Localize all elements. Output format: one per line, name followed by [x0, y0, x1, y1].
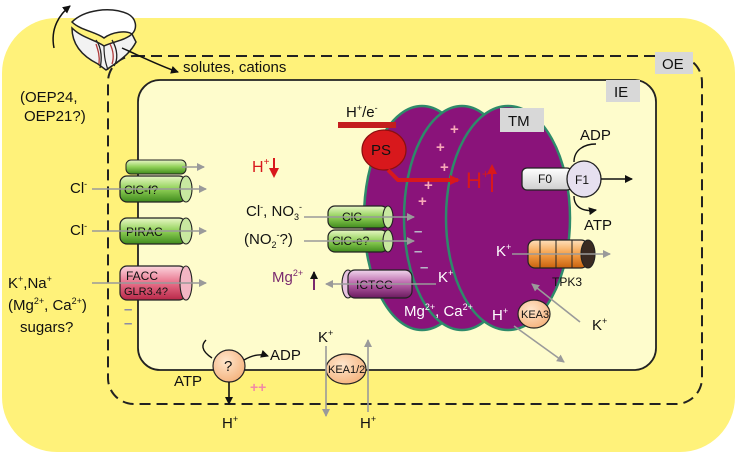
svg-text:+: + [436, 139, 445, 156]
svg-text:–: – [414, 243, 422, 260]
svg-text:–: – [414, 223, 422, 240]
lumen-k-label: K+ [438, 268, 453, 286]
kea3-label: KEA3 [521, 309, 549, 321]
porin-arrow-curve [52, 5, 71, 49]
svg-text:–: – [124, 315, 132, 332]
svg-text:+: + [450, 121, 459, 138]
svg-text:+: + [440, 159, 449, 176]
ps-input-bar [338, 122, 396, 128]
lumen-ions-label: Mg2+, Ca2+ [404, 302, 473, 320]
thylakoid-stack [362, 104, 572, 332]
svg-text:GLR3.4?: GLR3.4? [124, 286, 168, 298]
ps-label: PS [371, 142, 391, 159]
env-adp-label: ADP [270, 347, 301, 364]
svg-text:+: + [418, 193, 427, 210]
f0-label: F0 [538, 172, 552, 186]
svg-text:+: + [424, 177, 433, 194]
solutes-label: solutes, cations [183, 59, 286, 76]
kea12-k-label: K+ [318, 328, 333, 346]
ie-negative-charges: – – [124, 301, 132, 332]
adp-label: ADP [580, 127, 611, 144]
outer-envelope-membrane [107, 55, 703, 405]
tpk3-label: TPK3 [552, 275, 582, 289]
oe-label-box [655, 52, 693, 74]
f1-label: F1 [575, 173, 589, 187]
ie-label: IE [614, 84, 628, 101]
anion-label-2: (NO2-?) [244, 230, 293, 250]
sugars-label: sugars? [20, 319, 73, 336]
ie-label-box [606, 80, 640, 102]
env-plusplus: ++ [250, 379, 266, 395]
lumen-positive-charges: + + + + + [418, 121, 459, 210]
envelope-atpase-label: ? [224, 358, 232, 375]
svg-text:–: – [420, 259, 428, 276]
cations-label-1: K+,Na+ [8, 274, 52, 292]
photosystem-icon [361, 129, 407, 171]
env-atp-label: ATP [174, 373, 202, 390]
tm-label: TM [508, 113, 530, 130]
env-h-out-label: H+ [222, 414, 238, 432]
mg-label: Mg2+ [272, 268, 303, 286]
porin-arrow-solutes [121, 47, 179, 74]
cl-ion-label-1: Cl- [70, 179, 87, 197]
tm-label-box [500, 108, 544, 132]
tpk3-k-in: K+ [496, 242, 511, 260]
stroma-proton-label: H+ [252, 157, 270, 176]
cl-ion-label-2: Cl- [70, 221, 87, 239]
anion-label-1: Cl-, NO3- [246, 202, 302, 222]
ps-input-label: H+/e- [346, 103, 378, 121]
ie-channel-top-stub [125, 159, 187, 175]
porin-label-2: OEP21?) [24, 108, 86, 125]
kea12-h-label: H+ [360, 414, 376, 432]
kea3-k-out: K+ [592, 316, 607, 334]
adp-in-curve [573, 143, 597, 163]
lumen-negative-charges: – – – [414, 223, 428, 276]
atp-out-curve [573, 195, 597, 216]
cations-label-2: (Mg2+, Ca2+) [8, 296, 87, 314]
atp-label: ATP [584, 217, 612, 234]
kea3-transporter [517, 299, 551, 329]
svg-text:FACC: FACC [126, 269, 158, 283]
ps-proton-label: H+ [466, 167, 489, 193]
porin-label-1: (OEP24, [20, 89, 78, 106]
kea12-label: KEA1/2 [328, 364, 365, 376]
oe-label: OE [662, 56, 684, 73]
svg-text:PIRAC: PIRAC [126, 225, 163, 239]
svg-text:ICTCC: ICTCC [356, 278, 393, 292]
svg-text:ClC-f?: ClC-f? [124, 183, 158, 197]
lumen-h-label: H+ [492, 306, 508, 324]
svg-text:–: – [124, 301, 132, 318]
ps-proton-arrow [386, 168, 460, 185]
porin-icon [70, 9, 137, 71]
